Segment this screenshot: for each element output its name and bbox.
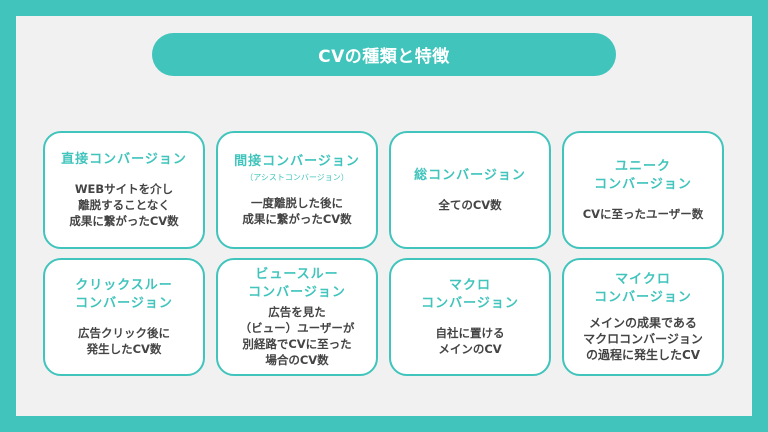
card-description: 一度離脱した後に 成果に繋がったCV数 (242, 196, 352, 226)
card-unique-conversion: ユニーク コンバージョン CVに至ったユーザー数 (562, 131, 724, 249)
card-view-through-conversion: ビュースルー コンバージョン 広告を見た （ビュー）ユーザーが 別経路でCVに至… (216, 258, 378, 376)
card-description: 自社に置ける メインのCV (435, 326, 505, 356)
card-click-through-conversion: クリックスルー コンバージョン 広告クリック後に 発生したCV数 (43, 258, 205, 376)
card-description: 全てのCV数 (438, 198, 502, 212)
card-title: ユニーク コンバージョン (594, 159, 692, 192)
card-description: CVに至ったユーザー数 (582, 207, 704, 221)
card-title: 間接コンバージョン (234, 154, 360, 169)
card-macro-conversion: マクロ コンバージョン 自社に置ける メインのCV (389, 258, 551, 376)
card-title: 総コンバージョン (414, 168, 526, 183)
title-banner: CVの種類と特徴 (152, 33, 616, 76)
card-description: 広告を見た （ビュー）ユーザーが 別経路でCVに至った 場合のCV数 (239, 305, 355, 367)
page-title: CVの種類と特徴 (318, 47, 450, 67)
card-total-conversion: 総コンバージョン 全てのCV数 (389, 131, 551, 249)
card-description: 広告クリック後に 発生したCV数 (78, 326, 170, 356)
card-title: ビュースルー コンバージョン (248, 267, 346, 300)
card-indirect-conversion: 間接コンバージョン （アシストコンバージョン） 一度離脱した後に 成果に繋がった… (216, 131, 378, 249)
card-title: クリックスルー コンバージョン (75, 278, 173, 311)
card-title: 直接コンバージョン (61, 152, 187, 167)
card-title: マイクロ コンバージョン (594, 272, 692, 305)
card-direct-conversion: 直接コンバージョン WEBサイトを介し 離脱することなく 成果に繋がったCV数 (43, 131, 205, 249)
card-subtitle: （アシストコンバージョン） (245, 173, 349, 182)
card-title: マクロ コンバージョン (421, 278, 519, 311)
card-description: メインの成果である マクロコンバージョン の過程に発生したCV (583, 316, 703, 362)
card-micro-conversion: マイクロ コンバージョン メインの成果である マクロコンバージョン の過程に発生… (562, 258, 724, 376)
card-description: WEBサイトを介し 離脱することなく 成果に繋がったCV数 (69, 182, 179, 228)
